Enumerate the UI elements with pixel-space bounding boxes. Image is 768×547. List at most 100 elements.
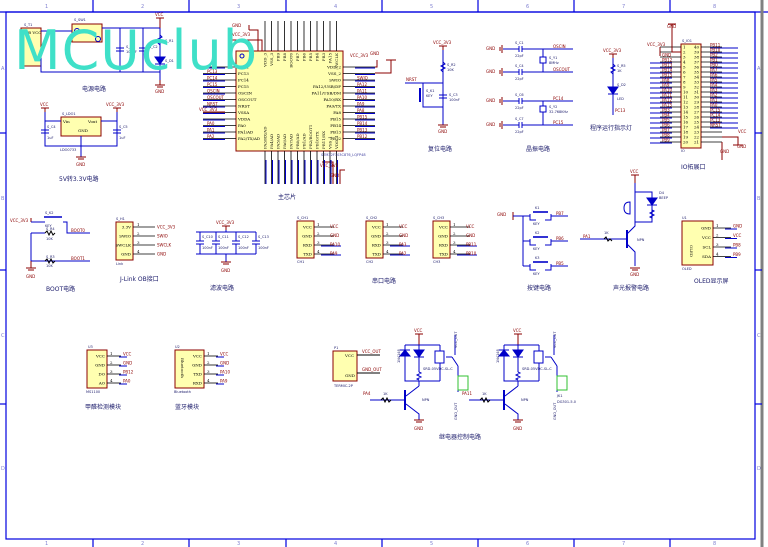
uart-net: GND (330, 233, 339, 238)
crystal-net: PC14 (553, 96, 564, 101)
relay-supply-terminal (332, 350, 358, 382)
boot-r2: S_R3 (46, 255, 55, 259)
ldo-cap-in: S_C4 (47, 125, 56, 129)
io-left-net: PB7 (662, 128, 670, 133)
column-label: 2 (141, 541, 144, 547)
io-header (680, 43, 702, 149)
row-label: B (757, 196, 761, 202)
io-pin-num: 31 (694, 90, 699, 95)
mcu-right-net: PB14 (357, 121, 368, 126)
buzzer-net: PA1 (583, 234, 591, 239)
mcu-vcc-bottom: VCC_3V3 (320, 163, 339, 168)
module-net: GND (123, 361, 132, 366)
mcu-top-pin: PB9 (276, 53, 281, 62)
buzzer-circuit: VCC D4 BEEP PA1 1K NPN GND 声光报警电路 (580, 169, 668, 292)
relay-transistor: NPN (422, 398, 430, 402)
crystal-gnd: GND (486, 122, 495, 127)
ldo-cap-out-val: 1uF (119, 136, 125, 140)
buzzer-vcc: VCC (630, 169, 639, 174)
module-pin-label: GND (95, 363, 105, 368)
io-pin-num: 38 (694, 55, 700, 60)
module-pin-label: GND (192, 363, 202, 368)
boot-net1: BOOT1 (71, 256, 85, 261)
uart-net: GND (466, 233, 475, 238)
ldo-part: LDO0733 (60, 148, 76, 152)
io-pin-num: 9 (683, 85, 686, 90)
pin-number: 1 (453, 222, 456, 227)
filter-cap: S_C10 (202, 235, 213, 239)
key-label: KEY (533, 247, 541, 251)
mcu-gnd-bottom: GND (330, 173, 339, 178)
pin-number: 2 (453, 231, 456, 236)
buzzer-gnd: GND (630, 272, 639, 277)
uart-header (296, 220, 315, 259)
reset-gnd: GND (438, 129, 447, 134)
io-left-net: PB4 (662, 113, 670, 118)
module-net: PA9 (220, 379, 228, 384)
io-bottom-label: IO (681, 149, 685, 153)
mcu-bottom-pin: VDD_1 (334, 135, 339, 150)
ldo-circuit-title: 5V转3.3V电路 (59, 175, 99, 183)
pin-number: 1 (207, 351, 210, 356)
module-net: PB9 (733, 252, 741, 257)
io-right-net: PC15 (710, 108, 721, 113)
module-pin-label: GND (701, 226, 711, 231)
column-label: 2 (141, 4, 144, 10)
pin-number: 3 (386, 240, 389, 245)
crystal-gnd: GND (486, 69, 495, 74)
io-pin-num: 24 (694, 125, 700, 130)
io-right-net: PA3 (710, 88, 718, 93)
reset-cap-val: 100nF (449, 98, 460, 102)
io-right-net: PA7 (710, 68, 718, 73)
uart-net: PA10 (330, 242, 340, 247)
module-net: PB12 (123, 370, 134, 375)
mcu-gnd-top: GND (232, 23, 241, 28)
module-pin-label: DO (99, 372, 106, 377)
uart-pin-label: GND (371, 234, 381, 239)
uart-header (432, 220, 451, 259)
reset-circuit: VCC_3V3 S_R2 10K S_K1 KEY S_C3 100nF NRS… (405, 40, 460, 153)
io-right-net: PB11 (710, 43, 721, 48)
uart-net: VCC (330, 224, 339, 229)
ldo-gnd: GND (76, 162, 85, 167)
filter-cap-val: 100nF (218, 246, 229, 250)
power-circuit-title: 电源电路 (82, 85, 106, 93)
io-left-net: GND (662, 53, 671, 58)
uart-net: GND (399, 233, 408, 238)
mcu-right-pin: PA12/USB/DP (313, 84, 341, 89)
relay-out-vcc: VCC_OUT (454, 331, 458, 348)
key-net: PB6 (556, 236, 564, 241)
uart-net: PB10 (466, 251, 477, 256)
mcu-left-net: OSCOUT (207, 95, 225, 100)
uart-header (365, 220, 384, 259)
column-label: 3 (237, 541, 240, 547)
io-pin-num: 21 (694, 140, 699, 145)
boot-circuit: VCC_3V3 S_K2 KEY S_R4 10K S_R3 10K BOOT0… (10, 211, 90, 293)
mcu-right-pin: PB14 (330, 123, 341, 128)
cap1-ref: S_C1 (126, 45, 135, 49)
mcu-left-net: PC15 (207, 82, 218, 87)
module-pin-label: AO (98, 381, 106, 386)
runled-led: S_D2 (617, 83, 626, 87)
uart-pin-label: TXD (303, 252, 312, 257)
row-label: D (1, 466, 5, 472)
io-vcc-out: VCC (738, 129, 747, 134)
key-label: KEY (533, 272, 541, 276)
boot-r1-val: 10K (46, 237, 53, 241)
hcho-chip (86, 349, 108, 389)
mcu-right-net: PA8 (357, 108, 365, 113)
filter-cap-val: 100nF (238, 246, 249, 250)
relay-output-terminal (457, 375, 469, 391)
mcu-top-pin: PB6 (302, 53, 307, 62)
runled-res-val: 1K (617, 69, 622, 73)
io-pin-num: 39 (694, 50, 700, 55)
relay-supply-pin2: GND (345, 373, 355, 378)
mcu-left-pin: PC14 (238, 78, 249, 83)
mcu-right-pin: VSS_2 (327, 71, 341, 76)
filter-cap: S_C11 (218, 235, 229, 239)
relay-part: SRD-05VDC-SL-C (423, 367, 453, 371)
io-pin-num: 18 (683, 130, 689, 135)
buzzer-title: 声光报警电路 (613, 284, 649, 292)
jlink-net: SWCLK (157, 243, 172, 248)
